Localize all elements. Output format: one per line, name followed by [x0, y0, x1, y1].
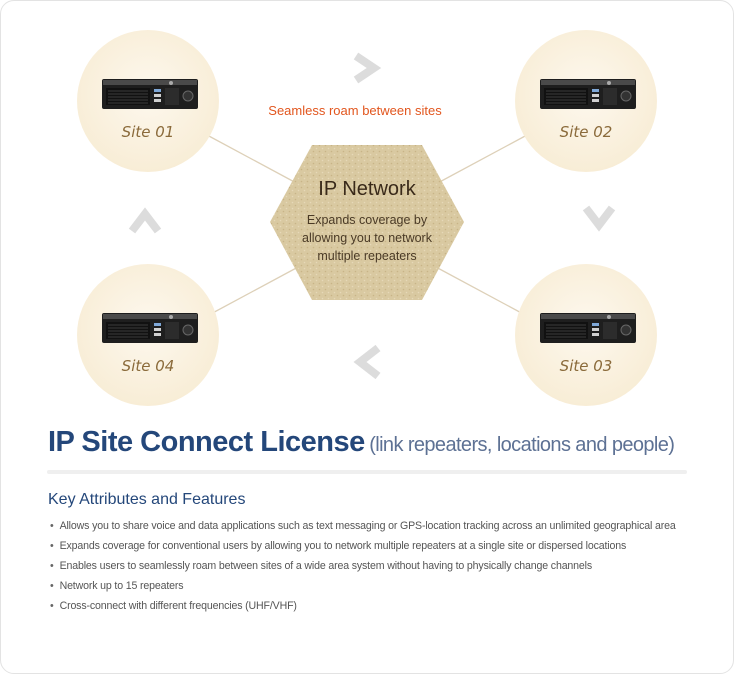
chevron-up-icon [128, 207, 162, 234]
feature-item: •Enables users to seamlessly roam betwee… [50, 560, 593, 572]
feature-item: •Cross-connect with different frequencie… [50, 600, 297, 612]
feature-list: •Allows you to share voice and data appl… [50, 516, 726, 616]
site-04-node[interactable] [77, 264, 219, 406]
ip-network-hexagon [270, 145, 464, 300]
site-02-label: Site 02 [559, 123, 613, 141]
repeater-device-icon [101, 312, 199, 344]
chevron-left-icon [353, 344, 381, 380]
license-title: IP Site Connect License (link repeaters,… [48, 426, 728, 459]
connector-site-03 [433, 265, 528, 317]
license-title-main: IP Site Connect License [48, 426, 365, 458]
site-01-label: Site 01 [121, 123, 175, 141]
repeater-device-icon [539, 312, 637, 344]
connector-site-04 [206, 265, 301, 317]
roam-caption: Seamless roam between sites [268, 103, 442, 118]
network-diagram [77, 30, 657, 406]
hub-description: Expands coverage by allowing you to netw… [302, 213, 432, 263]
divider [47, 470, 687, 474]
connector-site-01 [206, 134, 301, 186]
chevron-right-icon [353, 52, 382, 84]
site-03-label: Site 03 [559, 357, 613, 375]
feature-item: •Allows you to share voice and data appl… [50, 520, 676, 532]
repeater-device-icon [101, 78, 199, 110]
feature-item: •Network up to 15 repeaters [50, 580, 184, 592]
feature-item: •Expands coverage for conventional users… [50, 540, 627, 552]
connector-site-02 [433, 134, 528, 186]
chevron-down-icon [582, 205, 616, 232]
connector-lines [206, 134, 528, 317]
site-04-label: Site 04 [121, 357, 175, 375]
hub-title: IP Network [318, 178, 416, 200]
site-03-node[interactable] [515, 264, 657, 406]
repeater-device-icon [539, 78, 637, 110]
site-01-node[interactable] [77, 30, 219, 172]
site-02-node[interactable] [515, 30, 657, 172]
features-heading: Key Attributes and Features [48, 491, 246, 508]
license-title-subtitle: (link repeaters, locations and people) [369, 434, 675, 456]
